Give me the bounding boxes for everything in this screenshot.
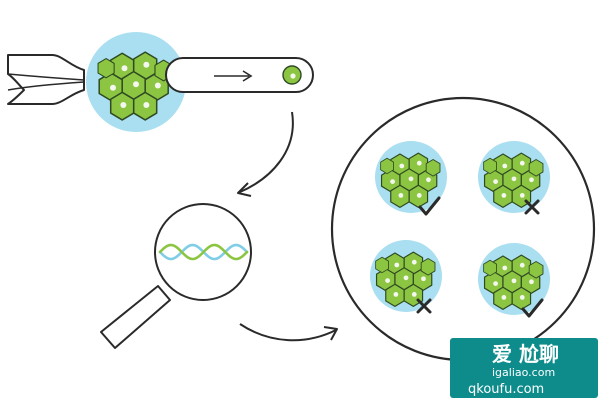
curved-arrow-down-icon xyxy=(237,111,294,197)
x-mark-icon xyxy=(416,298,432,314)
biopsied-cell xyxy=(282,65,302,85)
petri-dish-icon xyxy=(330,96,596,362)
embryo-4 xyxy=(478,243,550,315)
biopsy-pipette-tube xyxy=(165,57,314,93)
curved-arrow-right-icon xyxy=(239,323,338,342)
x-mark-icon xyxy=(524,199,540,215)
source-embryo xyxy=(86,32,186,132)
embryo-2 xyxy=(478,141,550,213)
holding-pipette-inner xyxy=(7,73,85,91)
biopsy-arrowhead xyxy=(242,70,253,82)
biopsy-pipette-icon xyxy=(165,57,314,93)
embryo-results xyxy=(370,141,550,318)
holding-pipette-body xyxy=(7,54,85,105)
watermark-line3: qkoufu.com xyxy=(468,382,544,397)
source-embryo-cells xyxy=(86,32,186,132)
check-mark-icon xyxy=(521,298,544,318)
dna-strand-green xyxy=(158,243,249,261)
check-mark-icon xyxy=(418,196,441,216)
magnifier-handle xyxy=(100,285,171,349)
watermark-background xyxy=(450,338,598,398)
watermark-logo: 爱 尬聊 igaliao.com qkoufu.com xyxy=(450,338,598,398)
embryo-1 xyxy=(375,141,447,213)
holding-pipette-icon xyxy=(7,54,85,105)
magnifying-glass-icon xyxy=(100,203,252,349)
watermark-line2: igaliao.com xyxy=(492,366,555,379)
dna-helix-icon xyxy=(158,243,249,261)
watermark-line1: 爱 尬聊 xyxy=(492,342,559,366)
petri-dish-rim xyxy=(330,96,596,362)
embryo-3 xyxy=(370,240,442,312)
